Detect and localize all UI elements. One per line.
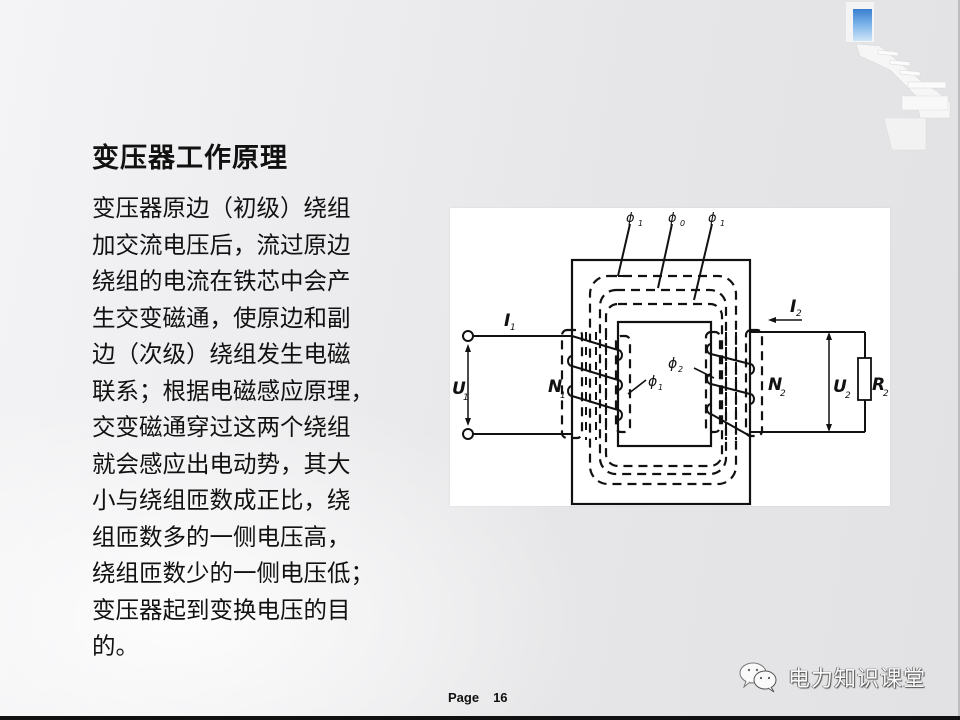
- body-line: 绕组匝数少的一侧电压低；: [92, 559, 374, 587]
- n2-label: N: [768, 375, 782, 395]
- i2-label: I: [790, 297, 796, 317]
- transformer-diagram-svg: ϕ 1 ϕ 0 ϕ 1 I 1 I 2 U 1 U 2 N 1 N 2 R 2: [452, 211, 889, 506]
- phi1-top-right-label: ϕ: [708, 211, 717, 226]
- slide-title: 变压器工作原理: [92, 143, 288, 174]
- body-line: 联系；根据电磁感应原理，: [92, 376, 374, 405]
- svg-text:1: 1: [510, 323, 516, 333]
- page-number-value: 16: [493, 690, 508, 705]
- watermark-text: 电力知识课堂: [788, 667, 927, 692]
- svg-text:1: 1: [720, 219, 725, 228]
- svg-text:1: 1: [638, 219, 643, 228]
- svg-text:0: 0: [680, 219, 685, 228]
- body-line: 生交变磁通，使原边和副: [92, 303, 351, 332]
- phi1-top-label: ϕ: [626, 211, 635, 226]
- body-line: 小与绕组匝数成正比，绕: [92, 486, 351, 514]
- page-number: Page 16: [448, 690, 522, 705]
- body-line: 组匝数多的一侧电压高，: [92, 522, 351, 551]
- r2-label: R: [872, 375, 885, 395]
- page-label: Page: [448, 690, 480, 705]
- staircase-to-sky-icon: [846, 2, 951, 151]
- phi2-inner-label: ϕ: [668, 356, 677, 372]
- svg-text:1: 1: [560, 391, 566, 401]
- svg-text:2: 2: [845, 391, 851, 401]
- body-line: 就会感应出电动势，其大: [92, 449, 351, 478]
- body-line: 的。: [92, 632, 139, 660]
- svg-text:2: 2: [780, 389, 786, 399]
- svg-text:2: 2: [883, 389, 889, 399]
- svg-text:2: 2: [796, 309, 802, 319]
- i1-label: I: [504, 311, 510, 331]
- transformer-diagram: ϕ 1 ϕ 0 ϕ 1 I 1 I 2 U 1 U 2 N 1 N 2 R 2: [450, 208, 890, 506]
- u2-label: U: [833, 377, 847, 397]
- n1-label: N: [548, 377, 562, 397]
- body-line: 边（次级）绕组发生电磁: [92, 340, 351, 368]
- svg-text:1: 1: [463, 393, 469, 403]
- svg-text:2: 2: [678, 365, 683, 374]
- body-line: 加交流电压后，流过原边: [92, 230, 351, 259]
- body-line: 变压器起到变换电压的目: [92, 595, 351, 624]
- body-line: 变压器原边（初级）绕组: [92, 194, 351, 222]
- wechat-icon: [739, 662, 777, 693]
- phi0-top-label: ϕ: [668, 211, 677, 226]
- body-line: 绕组的电流在铁芯中会产: [92, 267, 351, 295]
- u1-label: U: [452, 379, 466, 399]
- body-line: 交变磁通穿过这两个绕组: [92, 413, 351, 441]
- body-paragraph: 变压器原边（初级）绕组 加交流电压后，流过原边 绕组的电流在铁芯中会产 生交变磁…: [92, 190, 422, 665]
- watermark: 电力知识课堂: [738, 660, 926, 694]
- phi1-inner-label: ϕ: [648, 374, 657, 390]
- svg-text:1: 1: [658, 383, 663, 392]
